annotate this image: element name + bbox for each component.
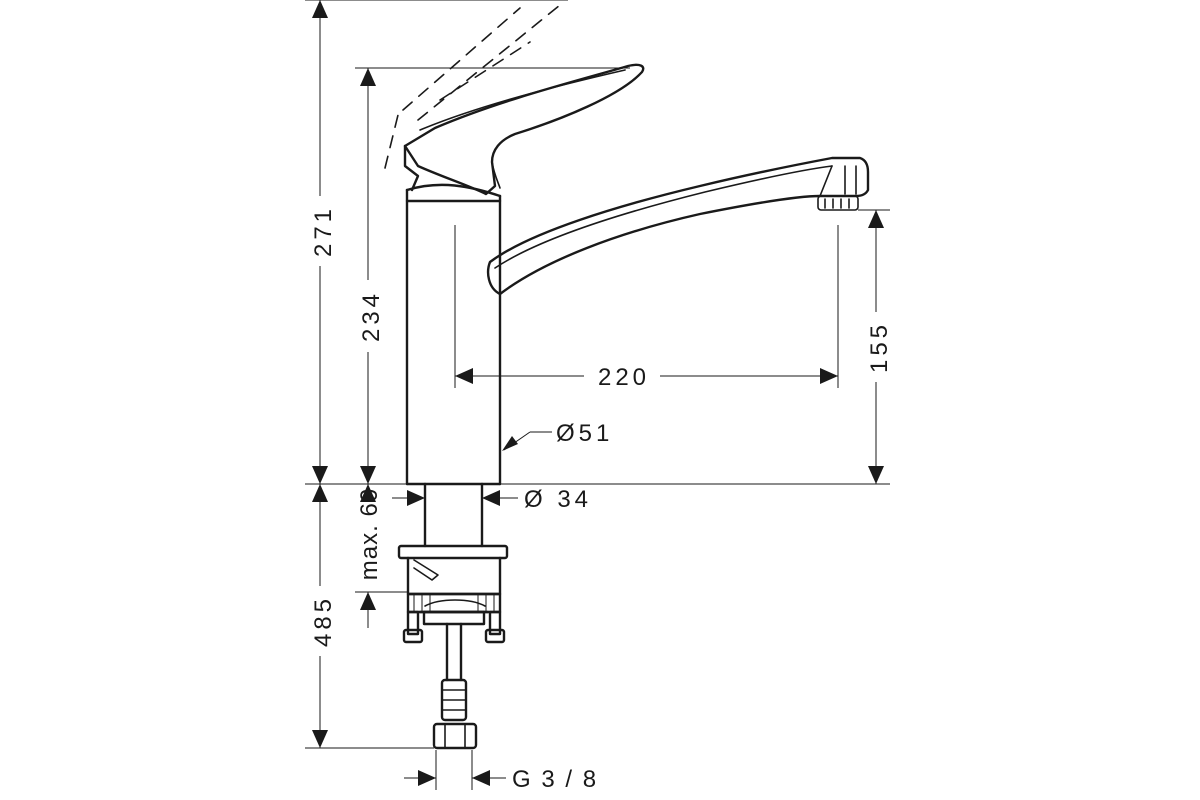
label-connection-thread: G 3 / 8 <box>512 766 598 793</box>
spout <box>486 156 870 296</box>
label-spout-height: 155 <box>866 321 893 373</box>
mounting-shank <box>397 482 509 644</box>
dim-body-height: 234 <box>354 68 385 484</box>
label-shank-diameter: Ø 34 <box>524 486 592 513</box>
faucet-outline <box>384 4 870 750</box>
label-body-diameter: Ø51 <box>556 420 613 447</box>
dim-hose-length: 485 <box>306 484 337 748</box>
label-hose-length: 485 <box>310 595 337 647</box>
dimension-lines: 271 234 220 155 <box>305 0 893 793</box>
label-max-countertop: max. 60 <box>356 488 383 580</box>
dim-shank-diameter: Ø 34 <box>392 486 592 513</box>
lever-handle <box>403 63 645 196</box>
dim-max-countertop: max. 60 <box>356 484 383 628</box>
dim-spout-reach: 220 <box>455 362 838 391</box>
dim-connection-thread: G 3 / 8 <box>404 750 598 793</box>
dim-body-diameter: Ø51 <box>502 420 613 451</box>
dim-spout-height: 155 <box>862 210 893 484</box>
label-total-height: 271 <box>310 205 337 257</box>
flexible-hose <box>432 622 478 750</box>
label-body-height: 234 <box>358 290 385 342</box>
label-spout-reach: 220 <box>598 364 650 391</box>
lever-swing-dashed-lines <box>384 4 561 169</box>
body-cylinder <box>405 183 502 486</box>
dim-total-height: 271 <box>306 0 337 484</box>
